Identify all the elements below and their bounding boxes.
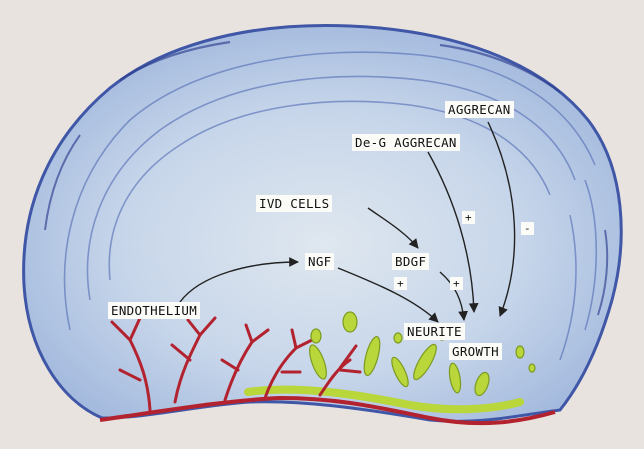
label-growth: GROWTH <box>449 343 502 360</box>
sign-aggrecan: - <box>521 222 534 235</box>
label-bdgf: BDGF <box>392 253 429 270</box>
sign-ngf: + <box>394 277 407 290</box>
label-ivd-cells: IVD CELLS <box>256 195 332 212</box>
label-deg-aggrecan: De-G AGGRECAN <box>352 134 460 151</box>
label-aggrecan: AGGRECAN <box>445 101 514 118</box>
sign-deg-aggrecan: + <box>462 211 475 224</box>
label-endothelium: ENDOTHELIUM <box>108 302 200 319</box>
label-ngf: NGF <box>305 253 334 270</box>
label-neurite: NEURITE <box>404 323 465 340</box>
sign-bdgf: + <box>450 277 463 290</box>
